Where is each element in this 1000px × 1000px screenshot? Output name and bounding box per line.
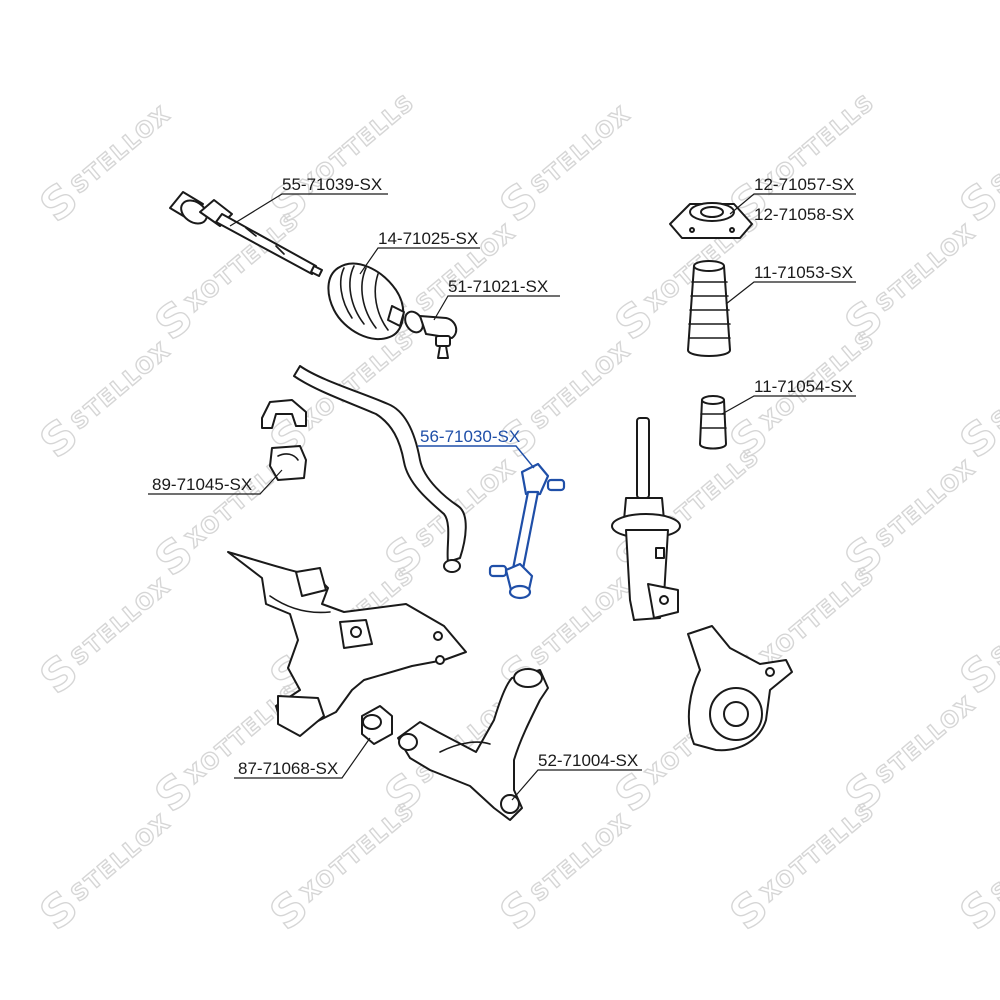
shock-absorber-part [611, 417, 681, 621]
callout-stabilizer-link[interactable]: 56-71030-SX [420, 427, 520, 446]
bump-stop-part [699, 395, 727, 450]
stabilizer-clamp-part [261, 399, 307, 429]
callout-control-arm-bushing[interactable]: 87-71068-SX [238, 759, 338, 778]
watermark-brand-text: STELLOX [527, 810, 637, 908]
steering-knuckle-part [687, 625, 793, 752]
watermark-brand-text: STELLOX [527, 102, 637, 200]
watermark-brand-text: STELLOX [987, 574, 1000, 672]
watermark-brand-text: STELLOX [987, 810, 1000, 908]
stabilizer-bushing-part [269, 445, 307, 481]
callout-stabilizer-bushing[interactable]: 89-71045-SX [152, 475, 252, 494]
strut-mount-part [669, 202, 753, 239]
callout-control-arm[interactable]: 52-71004-SX [538, 751, 638, 770]
watermark-brand-text: STELLOX [987, 102, 1000, 200]
steering-boot-part [327, 262, 405, 341]
watermark-brand-text: XOTTELLS [297, 798, 421, 907]
watermark-brand-text: STELLOX [67, 338, 177, 436]
watermark-brand-text: XOTTELLS [757, 562, 881, 671]
inner-tie-rod-part [169, 191, 323, 277]
watermark-brand-text: STELLOX [527, 574, 637, 672]
stabilizer-bar-part [293, 365, 467, 573]
callout-dust-boot[interactable]: 11-71053-SX [754, 263, 853, 282]
callout-inner-tie-rod[interactable]: 55-71039-SX [282, 175, 382, 194]
watermark-brand-text: XOTTELLS [757, 798, 881, 907]
watermark-brand-text: STELLOX [987, 338, 1000, 436]
watermark-brand-text: STELLOX [872, 456, 982, 554]
subframe-part [227, 551, 467, 737]
leader-lines [148, 193, 856, 801]
watermark-brand-text: STELLOX [67, 574, 177, 672]
control-arm-bushing-part [361, 705, 393, 745]
watermark-brand-text: STELLOX [412, 456, 522, 554]
callout-strut-mount-a[interactable]: 12-71057-SX [754, 175, 854, 194]
callout-tie-rod-end[interactable]: 51-71021-SX [448, 277, 548, 296]
watermark-brand-text: STELLOX [872, 692, 982, 790]
stabilizer-link-part [488, 462, 566, 600]
watermark-brand-text: STELLOX [67, 810, 177, 908]
callout-bump-stop[interactable]: 11-71054-SX [754, 377, 853, 396]
callout-strut-mount-b[interactable]: 12-71058-SX [754, 205, 854, 224]
control-arm-part [397, 668, 549, 821]
watermark-brand-text: STELLOX [67, 102, 177, 200]
callout-labels: 55-71039-SX 14-71025-SX 51-71021-SX 12-7… [152, 175, 854, 778]
tie-rod-end-part [404, 310, 458, 359]
watermark-brand-text: STELLOX [872, 220, 982, 318]
watermark-brand-text: STELLOX [527, 338, 637, 436]
callout-steering-boot[interactable]: 14-71025-SX [378, 229, 478, 248]
dust-boot-part [687, 260, 731, 357]
